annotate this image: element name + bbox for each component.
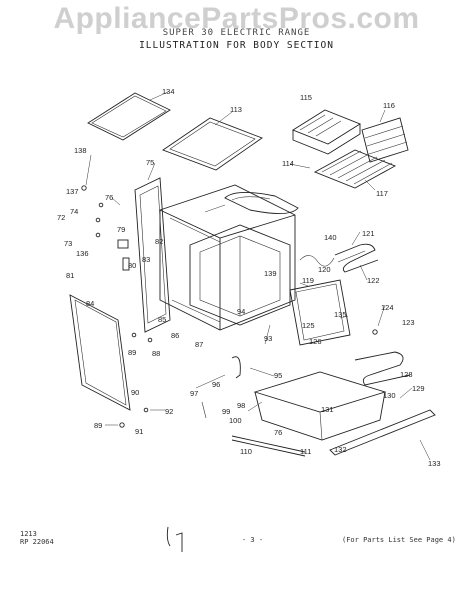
callout-140: 140: [324, 233, 337, 242]
callout-133: 133: [428, 459, 441, 468]
callout-129: 129: [412, 384, 425, 393]
callout-74: 74: [70, 207, 78, 216]
callout-86: 86: [171, 331, 179, 340]
part-kick-strip: [329, 409, 436, 456]
callout-113: 113: [230, 105, 242, 114]
callout-82: 82: [155, 237, 163, 246]
footer-code-2: RP 22064: [20, 538, 54, 546]
callout-88: 88: [152, 349, 160, 358]
callout-95: 95: [274, 371, 282, 380]
part-top-panel: [87, 92, 171, 141]
part-terminal-wires: [299, 255, 335, 267]
callout-120: 120: [318, 265, 331, 274]
callout-110: 110: [240, 447, 252, 456]
footer-note: (For Parts List See Page 4): [342, 536, 456, 544]
callout-80: 80: [128, 261, 136, 270]
part-side-panel: [134, 177, 171, 333]
callout-117: 117: [376, 189, 388, 198]
part-door-gasket: [289, 279, 351, 346]
callout-93: 93: [264, 334, 272, 343]
callout-138: 138: [74, 146, 87, 155]
leader-lines: [85, 91, 431, 461]
callout-84: 84: [86, 299, 94, 308]
callout-91: 91: [135, 427, 143, 436]
part-callouts: 134 113 115 116 114 117 138 137 72 74 73…: [57, 87, 441, 468]
part-storage-drawer: [253, 371, 387, 441]
diagram-title: SUPER 30 ELECTRIC RANGE: [162, 28, 311, 38]
part-door-panel: [69, 294, 131, 411]
callout-89: 89: [128, 348, 136, 357]
callout-123: 123: [402, 318, 415, 327]
part-top-vent: [224, 192, 299, 214]
handwritten-mark: [166, 526, 183, 552]
part-cooktop-frame: [162, 117, 263, 171]
callout-75: 75: [146, 158, 154, 167]
callout-96: 96: [212, 380, 220, 389]
callout-137: 137: [66, 187, 79, 196]
callout-125: 125: [302, 321, 315, 330]
callout-89b: 89: [94, 421, 102, 430]
callout-87: 87: [195, 340, 203, 349]
callout-126: 126: [309, 337, 322, 346]
callout-116: 116: [383, 101, 395, 110]
callout-136: 136: [76, 249, 89, 258]
callout-122: 122: [367, 276, 380, 285]
callout-114: 114: [282, 159, 294, 168]
callout-76b: 76: [274, 428, 282, 437]
callout-72: 72: [57, 213, 65, 222]
part-broiler-grid: [361, 117, 409, 163]
callout-92: 92: [165, 407, 173, 416]
part-oven-rack: [313, 149, 397, 189]
part-broil-element: [354, 351, 411, 386]
callout-131: 131: [321, 405, 334, 414]
callout-97: 97: [190, 389, 198, 398]
callout-100: 100: [229, 416, 242, 425]
callout-81: 81: [66, 271, 74, 280]
callout-130: 130: [383, 391, 396, 400]
part-broiler-pan: [292, 109, 361, 155]
callout-83: 83: [142, 255, 150, 264]
callout-121: 121: [362, 229, 375, 238]
diagram-subtitle: ILLUSTRATION FOR BODY SECTION: [139, 40, 334, 51]
part-range-body: [159, 184, 296, 331]
part-drawer-slides: [231, 435, 306, 457]
callout-76: 76: [105, 193, 113, 202]
part-oven-liner: [189, 224, 291, 326]
callout-139: 139: [264, 269, 277, 278]
part-door-hinge: [201, 356, 241, 419]
callout-134: 134: [162, 87, 175, 96]
page-number: - 3 -: [242, 536, 264, 544]
part-bake-element: [334, 243, 379, 273]
callout-119: 119: [302, 276, 314, 285]
callout-98: 98: [237, 401, 245, 410]
callout-90: 90: [131, 388, 139, 397]
callout-115: 115: [300, 93, 312, 102]
callout-132: 132: [334, 445, 347, 454]
callout-85: 85: [158, 315, 166, 324]
footer-code-1: 1213: [20, 530, 37, 538]
callout-111: 111: [300, 447, 311, 456]
callout-99: 99: [222, 407, 230, 416]
callout-124: 124: [381, 303, 394, 312]
watermark: AppliancePartsPros.com: [53, 2, 420, 35]
callout-128: 128: [400, 370, 413, 379]
callout-94: 94: [237, 307, 245, 316]
callout-79: 79: [117, 225, 125, 234]
part-screws: [81, 185, 378, 428]
callout-73: 73: [64, 239, 72, 248]
callout-135: 135: [334, 310, 347, 319]
